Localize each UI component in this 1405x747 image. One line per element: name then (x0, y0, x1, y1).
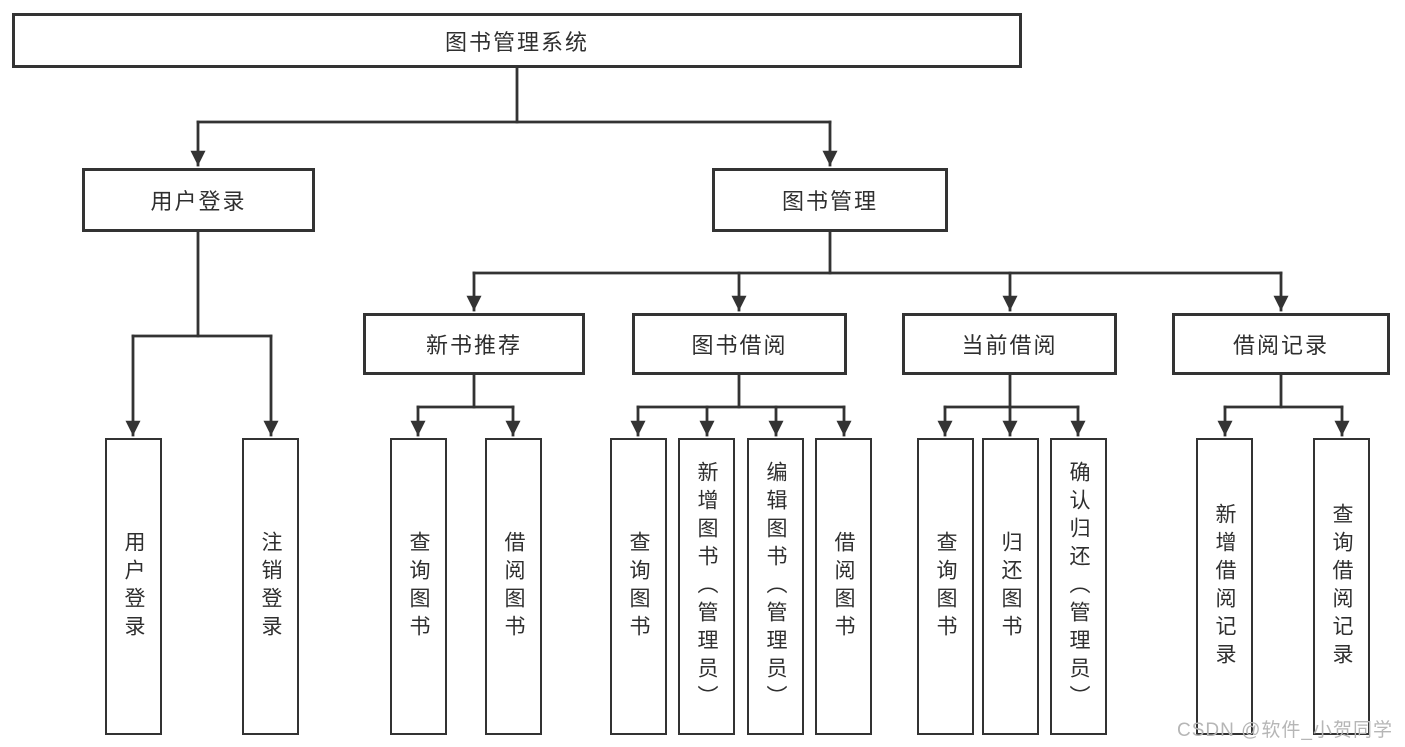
node-library-management-system: 图书管理系统 (12, 13, 1022, 68)
leaf-query-books-2: 查询图书 (610, 438, 667, 735)
leaf-add-borrow-record: 新增借阅记录 (1196, 438, 1253, 735)
leaf-logout: 注销登录 (242, 438, 299, 735)
node-borrowing-records: 借阅记录 (1172, 313, 1390, 375)
leaf-query-books-3: 查询图书 (917, 438, 974, 735)
leaf-borrow-books-2: 借阅图书 (815, 438, 872, 735)
leaf-label: 查询图书 (627, 530, 650, 643)
node-new-book-recommendation: 新书推荐 (363, 313, 585, 375)
leaf-label: 编辑图书（管理员） (764, 460, 787, 713)
node-book-management: 图书管理 (712, 168, 948, 232)
node-label: 图书管理系统 (444, 29, 589, 55)
node-user-login: 用户登录 (82, 168, 315, 232)
node-book-borrowing: 图书借阅 (632, 313, 847, 375)
leaf-label: 借阅图书 (832, 530, 855, 643)
leaf-borrow-books-1: 借阅图书 (485, 438, 542, 735)
leaf-query-books-1: 查询图书 (390, 438, 447, 735)
leaf-label: 确认归还（管理员） (1067, 460, 1090, 713)
leaf-edit-book-admin: 编辑图书（管理员） (747, 438, 804, 735)
node-label: 当前借阅 (961, 333, 1058, 358)
leaf-label: 新增借阅记录 (1213, 502, 1236, 671)
leaf-label: 查询图书 (934, 530, 957, 643)
leaf-label: 查询图书 (407, 530, 430, 643)
node-label: 图书管理 (781, 189, 878, 214)
leaf-confirm-return-admin: 确认归还（管理员） (1050, 438, 1107, 735)
leaf-label: 查询借阅记录 (1330, 502, 1353, 671)
leaf-add-book-admin: 新增图书（管理员） (678, 438, 735, 735)
leaf-label: 归还图书 (999, 530, 1022, 643)
leaf-label: 借阅图书 (502, 530, 525, 643)
node-label: 借阅记录 (1232, 333, 1329, 358)
node-label: 用户登录 (150, 189, 247, 214)
leaf-label: 注销登录 (259, 530, 282, 643)
watermark: CSDN @软件_小贺同学 (1177, 720, 1393, 741)
leaf-user-login: 用户登录 (105, 438, 162, 735)
leaf-query-borrow-record: 查询借阅记录 (1313, 438, 1370, 735)
leaf-return-book: 归还图书 (982, 438, 1039, 735)
node-label: 图书借阅 (691, 333, 788, 358)
leaf-label: 用户登录 (122, 530, 145, 643)
node-current-borrowing: 当前借阅 (902, 313, 1117, 375)
leaf-label: 新增图书（管理员） (695, 460, 718, 713)
node-label: 新书推荐 (425, 333, 522, 358)
